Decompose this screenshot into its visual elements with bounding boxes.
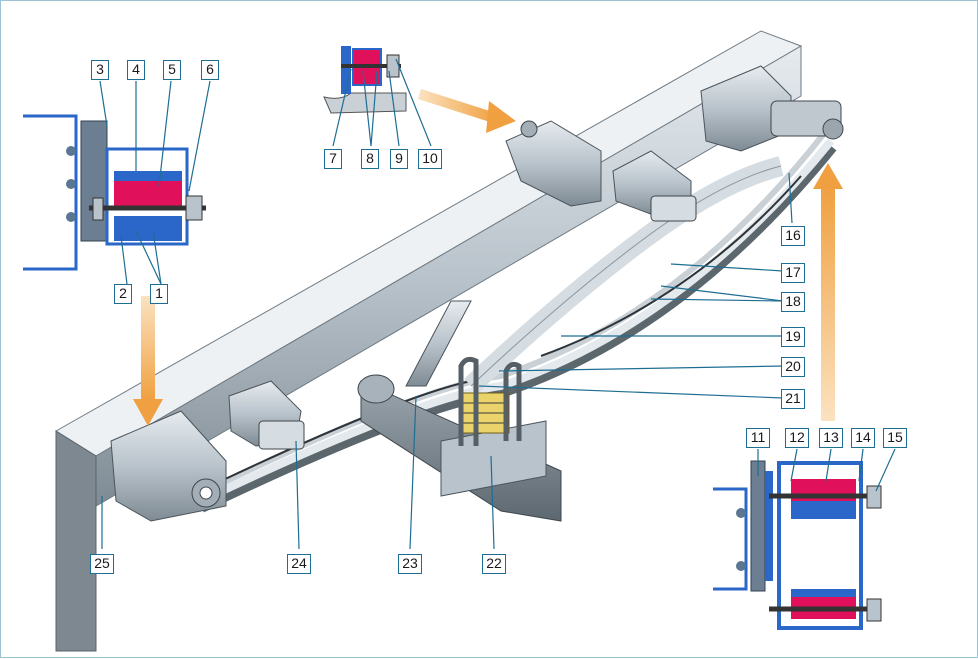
inset-rear-shackle (713, 460, 882, 630)
callout-13: 13 (819, 428, 843, 448)
inset-front-eye-bushing (23, 114, 206, 271)
callout-10: 10 (418, 149, 442, 169)
callout-17: 17 (781, 263, 805, 283)
leader-lines (99, 58, 896, 550)
callout-14: 14 (851, 428, 875, 448)
callout-9: 9 (390, 149, 408, 169)
callout-25: 25 (90, 554, 114, 574)
shock-absorber (405, 300, 472, 387)
callout-6: 6 (201, 60, 219, 80)
callout-8: 8 (361, 149, 379, 169)
shock-upper-mount (505, 120, 602, 207)
callout-19: 19 (781, 327, 805, 347)
callout-15: 15 (883, 428, 907, 448)
callout-12: 12 (785, 428, 809, 448)
u-bolt-clamp (440, 356, 547, 497)
callout-21: 21 (781, 389, 805, 409)
detail-arrow-shock (418, 89, 516, 133)
detail-arrow-front (133, 296, 163, 426)
callout-18: 18 (781, 292, 805, 312)
callout-1: 1 (150, 284, 168, 304)
callout-4: 4 (127, 60, 145, 80)
frame-rail (55, 30, 803, 652)
callout-5: 5 (163, 60, 181, 80)
callout-23: 23 (398, 554, 422, 574)
callout-22: 22 (482, 554, 506, 574)
callout-20: 20 (781, 357, 805, 377)
rebound-bracket-rear (612, 150, 697, 222)
front-spring-bracket (110, 410, 227, 522)
callout-24: 24 (287, 554, 311, 574)
callout-11: 11 (746, 428, 770, 448)
callout-16: 16 (781, 226, 805, 246)
callout-7: 7 (324, 149, 342, 169)
rear-spring-bracket (700, 65, 844, 152)
callout-3: 3 (91, 60, 109, 80)
rebound-bracket-front (228, 380, 305, 450)
callout-2: 2 (114, 284, 132, 304)
detail-arrow-rear (813, 163, 843, 421)
